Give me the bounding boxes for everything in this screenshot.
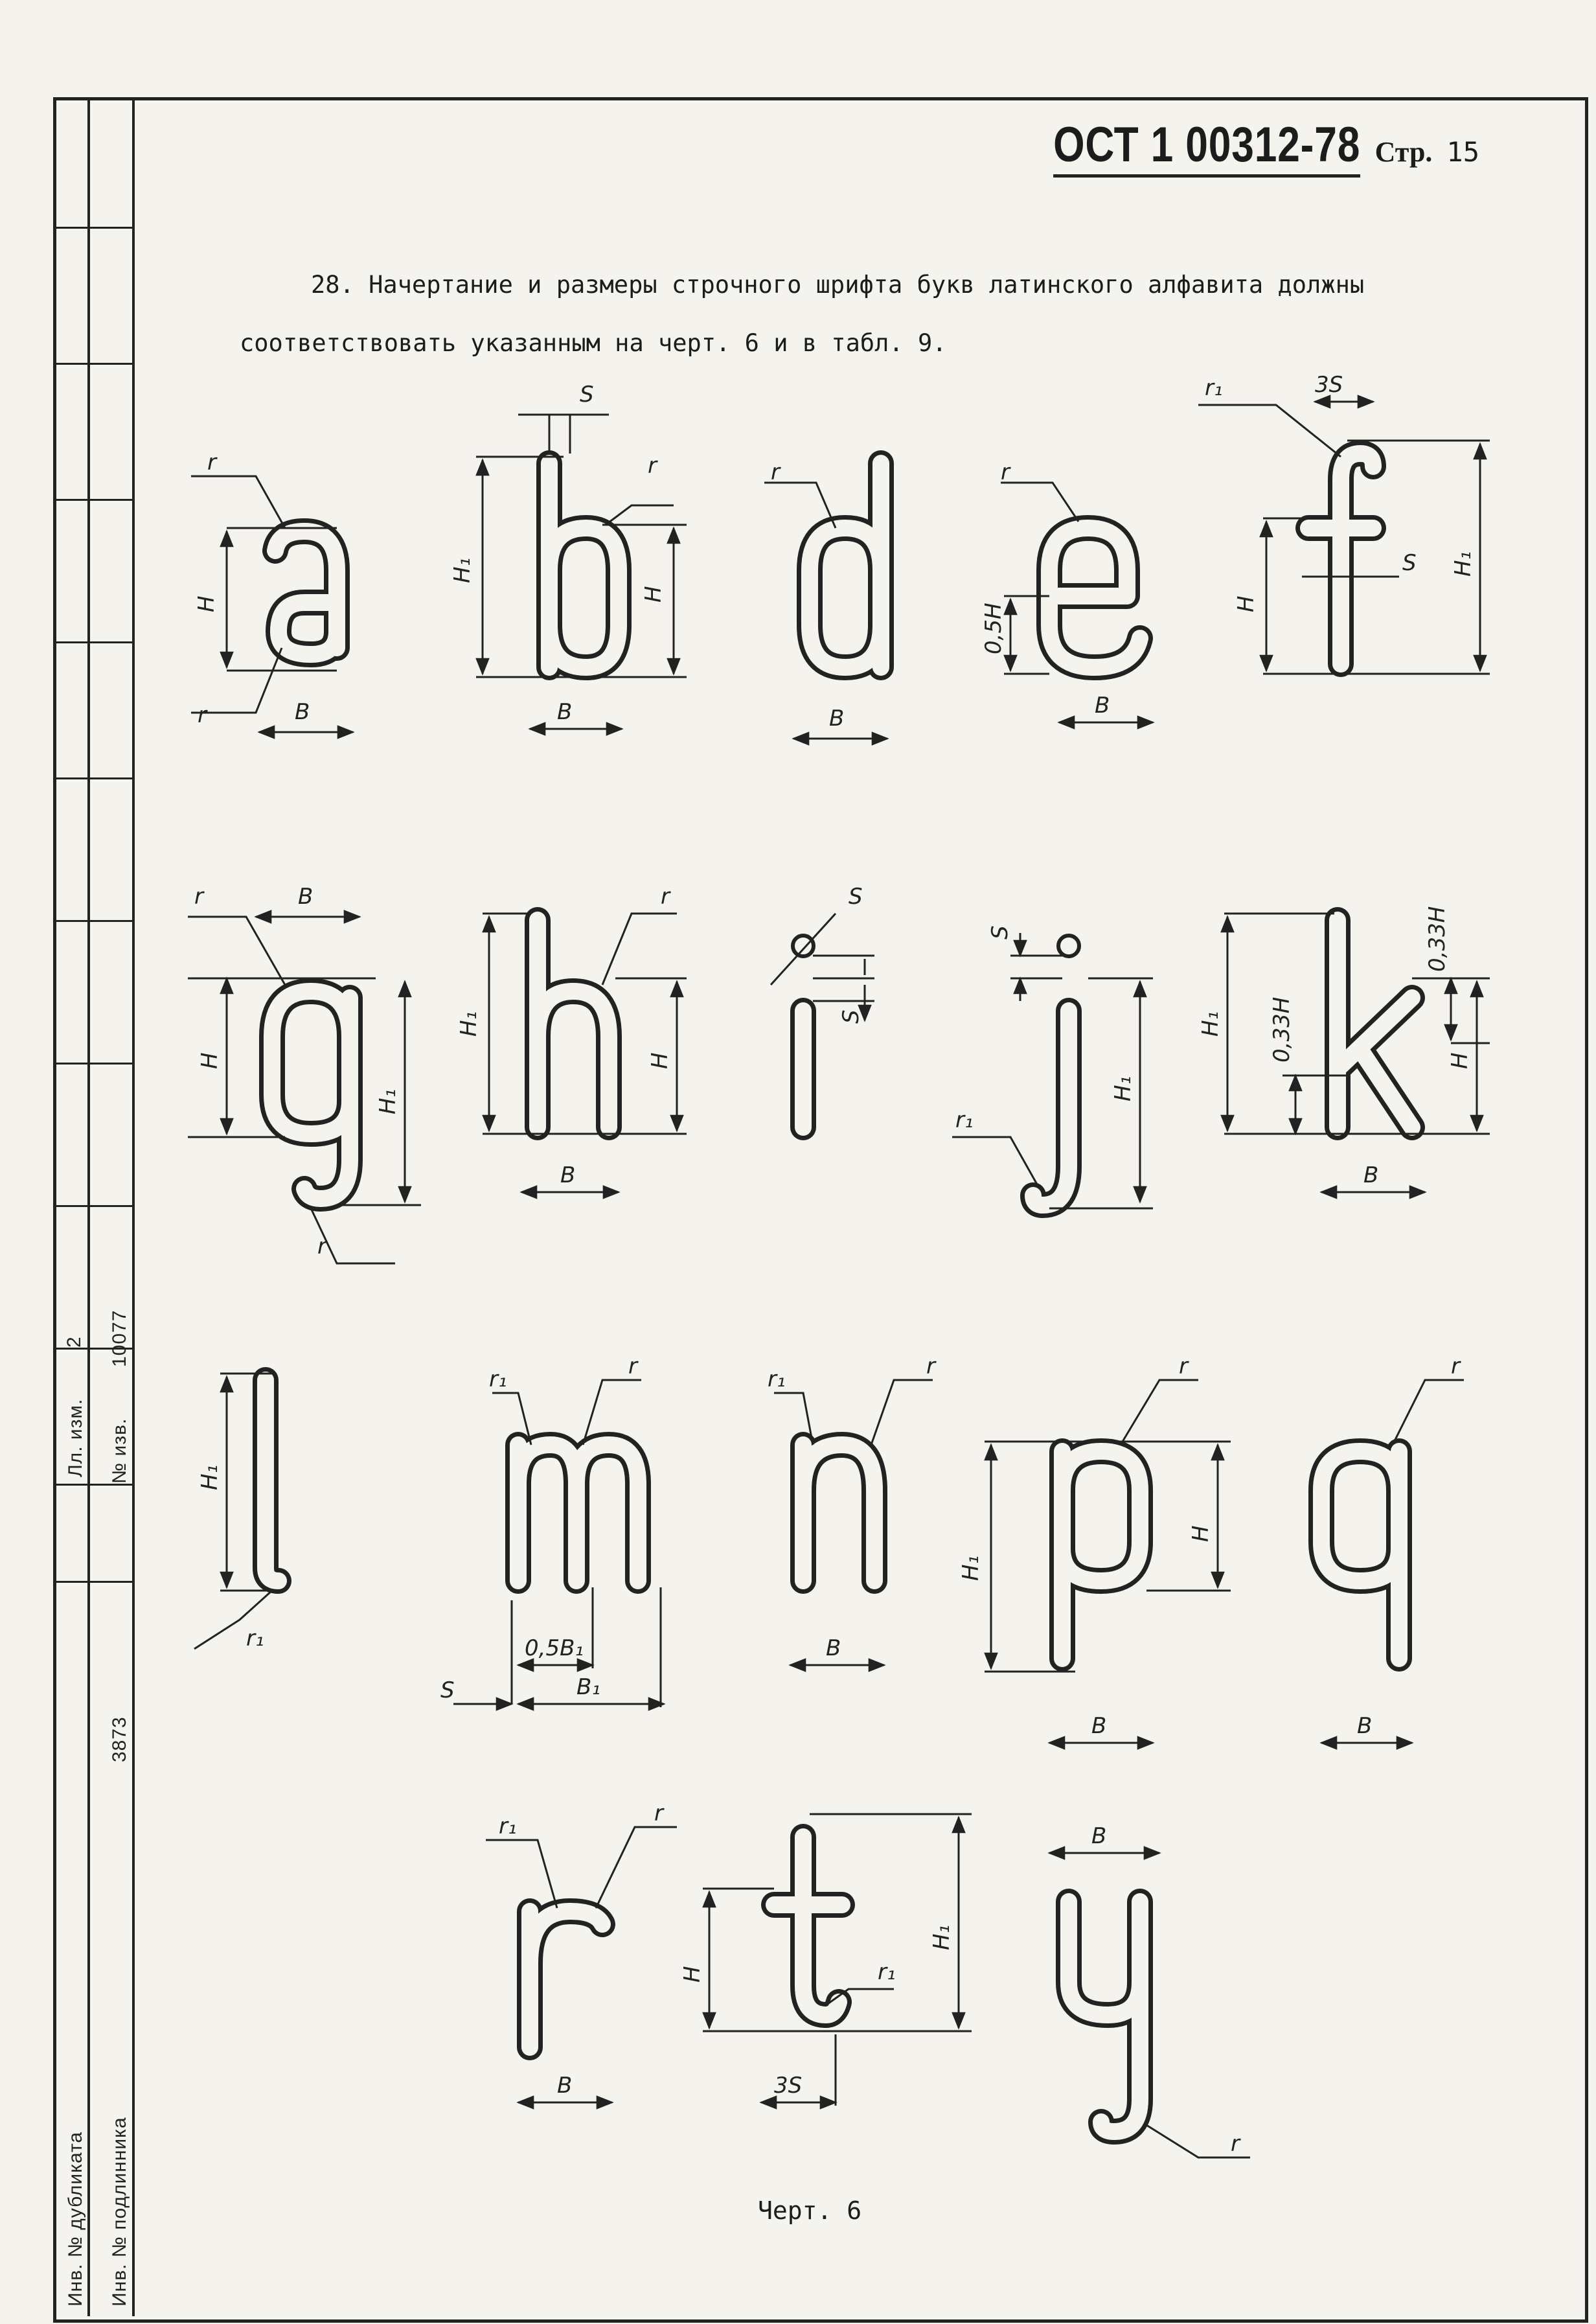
stamp-grid-line bbox=[53, 1581, 132, 1583]
svg-text:S: S bbox=[849, 884, 863, 910]
svg-text:S: S bbox=[987, 925, 1013, 939]
svg-text:H₁: H₁ bbox=[375, 1089, 401, 1114]
svg-text:B: B bbox=[1091, 1823, 1106, 1849]
svg-text:0,33H: 0,33H bbox=[1424, 906, 1450, 972]
svg-text:r: r bbox=[926, 1353, 937, 1379]
svg-text:0,33H: 0,33H bbox=[1269, 997, 1295, 1063]
stamp-grid-line bbox=[53, 1205, 132, 1207]
svg-text:S: S bbox=[1402, 550, 1417, 576]
svg-text:r: r bbox=[1231, 2131, 1241, 2157]
svg-text:H: H bbox=[197, 1052, 223, 1069]
svg-text:B₁: B₁ bbox=[576, 1674, 600, 1700]
svg-text:r₁: r₁ bbox=[489, 1366, 507, 1392]
svg-text:r₁: r₁ bbox=[246, 1626, 264, 1651]
page-number: 15 bbox=[1446, 136, 1479, 168]
svg-text:H: H bbox=[1447, 1052, 1473, 1069]
svg-text:H₁: H₁ bbox=[1110, 1076, 1136, 1101]
figure-caption: Черт. 6 bbox=[758, 2196, 862, 2225]
svg-text:B: B bbox=[295, 699, 310, 725]
svg-text:H₁: H₁ bbox=[1198, 1011, 1224, 1037]
page-header: ОСТ 1 00312-78 Стр. 15 bbox=[986, 117, 1479, 178]
svg-text:B: B bbox=[560, 1162, 575, 1188]
stamp-grid-line bbox=[53, 920, 132, 922]
svg-text:H₁: H₁ bbox=[456, 1011, 482, 1037]
stamp-grid-line bbox=[53, 363, 132, 365]
svg-text:r: r bbox=[207, 450, 218, 476]
svg-text:B: B bbox=[557, 2073, 572, 2099]
stamp-grid-line bbox=[53, 1348, 132, 1350]
svg-text:r: r bbox=[194, 884, 205, 910]
svg-text:B: B bbox=[826, 1635, 841, 1661]
svg-text:r: r bbox=[654, 1801, 665, 1826]
stamp-grid-line bbox=[53, 1484, 132, 1486]
svg-text:S: S bbox=[580, 382, 594, 408]
svg-text:B: B bbox=[1357, 1713, 1372, 1739]
svg-text:H: H bbox=[641, 586, 667, 603]
page-label: Стр. bbox=[1374, 136, 1433, 168]
svg-text:r: r bbox=[1179, 1353, 1189, 1379]
svg-text:r: r bbox=[1451, 1353, 1461, 1379]
stamp-column-divider bbox=[132, 97, 135, 2316]
stamp-grid-line bbox=[53, 499, 132, 501]
svg-text:r₁: r₁ bbox=[1205, 375, 1223, 401]
stamp-grid-line bbox=[53, 641, 132, 643]
svg-text:B: B bbox=[1363, 1162, 1378, 1188]
svg-text:H: H bbox=[194, 595, 220, 612]
svg-text:r: r bbox=[1001, 459, 1011, 485]
svg-text:H: H bbox=[679, 1966, 705, 1983]
svg-text:B: B bbox=[557, 699, 572, 725]
svg-text:r₁: r₁ bbox=[499, 1813, 517, 1839]
svg-text:B: B bbox=[298, 884, 313, 910]
svg-text:r: r bbox=[198, 702, 208, 728]
svg-text:S: S bbox=[838, 1009, 864, 1024]
clause-paragraph: 28. Начертание и размеры строчного шрифт… bbox=[240, 271, 1365, 357]
svg-text:r: r bbox=[661, 884, 671, 910]
svg-text:3S: 3S bbox=[1315, 372, 1343, 398]
svg-text:r₁: r₁ bbox=[768, 1366, 786, 1392]
svg-text:r: r bbox=[648, 453, 658, 479]
svg-text:H: H bbox=[647, 1052, 673, 1069]
svg-text:r: r bbox=[771, 459, 781, 485]
svg-text:3S: 3S bbox=[774, 2073, 802, 2099]
svg-text:0,5B₁: 0,5B₁ bbox=[525, 1635, 584, 1661]
svg-text:H₁: H₁ bbox=[958, 1556, 984, 1581]
stamp-grid-line bbox=[53, 777, 132, 779]
document-code: ОСТ 1 00312-78 bbox=[1053, 117, 1361, 178]
svg-text:B: B bbox=[829, 706, 844, 731]
svg-text:H: H bbox=[1233, 595, 1259, 612]
svg-text:r₁: r₁ bbox=[878, 1959, 896, 1985]
svg-text:H₁: H₁ bbox=[1450, 551, 1476, 577]
svg-text:H₁: H₁ bbox=[197, 1465, 223, 1490]
svg-text:H₁: H₁ bbox=[450, 558, 475, 583]
svg-text:H₁: H₁ bbox=[929, 1925, 955, 1950]
svg-text:r: r bbox=[628, 1353, 639, 1379]
svg-text:S: S bbox=[440, 1677, 455, 1703]
stamp-grid-line bbox=[53, 227, 132, 229]
svg-text:B: B bbox=[1091, 1713, 1106, 1739]
svg-text:r₁: r₁ bbox=[955, 1107, 974, 1133]
svg-text:H: H bbox=[1188, 1525, 1214, 1542]
svg-text:r: r bbox=[317, 1234, 328, 1260]
svg-text:0,5H: 0,5H bbox=[981, 603, 1007, 654]
svg-text:B: B bbox=[1095, 693, 1110, 719]
page-frame bbox=[53, 97, 1588, 2323]
stamp-grid-line bbox=[53, 1063, 132, 1064]
